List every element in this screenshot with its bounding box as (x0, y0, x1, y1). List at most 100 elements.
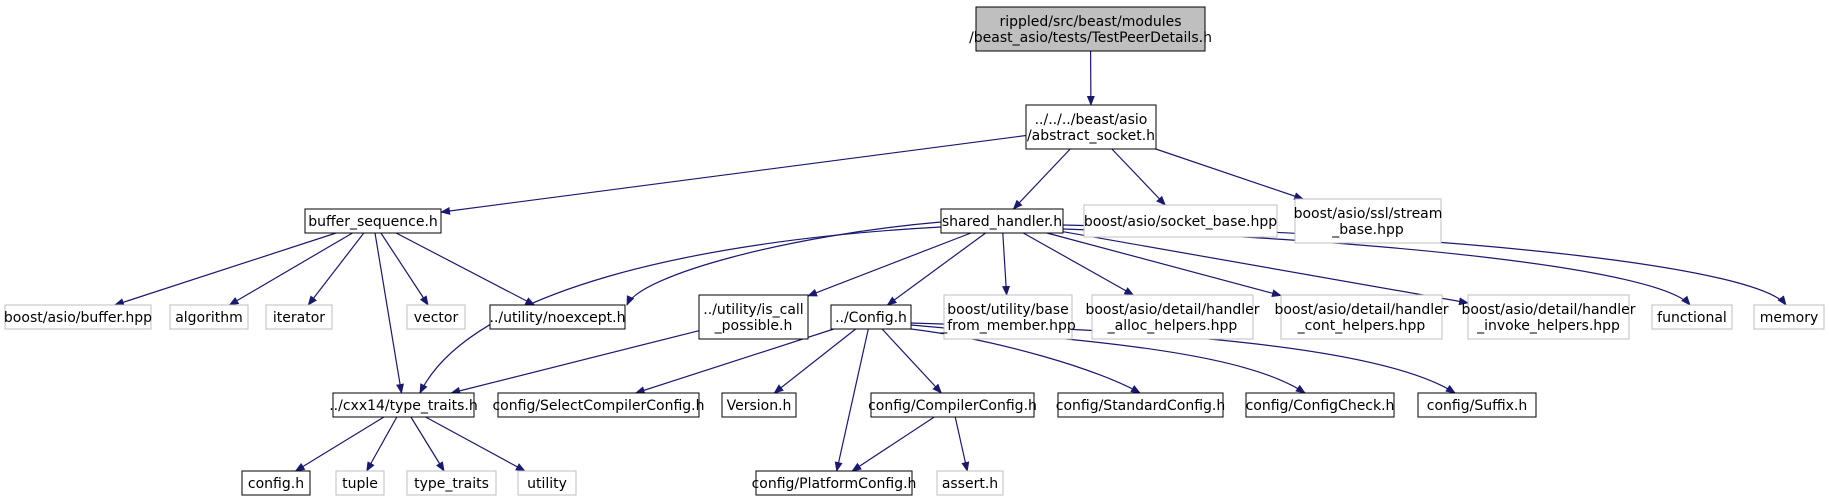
node-box (265, 304, 333, 330)
node-platform_config[interactable]: config/PlatformConfig.h (752, 470, 917, 496)
node-buffer_hpp: boost/asio/buffer.hpp (4, 304, 152, 330)
edge-shared_handler-to-base_from_member (1002, 232, 1011, 296)
node-suffix_h[interactable]: config/Suffix.h (1417, 392, 1537, 418)
edge-compiler_config-to-assert_h (954, 416, 970, 472)
edge-config_h-to-compiler_config (881, 328, 943, 394)
node-label: /abstract_socket.h (1027, 128, 1155, 144)
edge-shared_handler-to-alloc_helpers (1023, 232, 1135, 296)
node-compiler_config[interactable]: config/CompilerConfig.h (868, 392, 1037, 418)
node-label: boost/asio/detail/handler (1085, 302, 1259, 318)
node-label: ../utility/is_call (703, 302, 803, 318)
node-box (1651, 304, 1733, 330)
node-type_traits: type_traits (406, 470, 497, 496)
node-box (332, 392, 475, 418)
node-invoke_helpers: boost/asio/detail/handler_invoke_helpers… (1461, 294, 1636, 340)
node-box (335, 470, 385, 496)
node-label: functional (1657, 310, 1727, 326)
node-label: rippled/src/beast/modules (999, 14, 1181, 30)
node-box (406, 304, 466, 330)
node-label: boost/utility/base (947, 302, 1068, 318)
node-config_lower[interactable]: config.h (241, 470, 311, 496)
edge-line (366, 416, 398, 472)
node-select_compiler[interactable]: config/SelectCompilerConfig.h (492, 392, 705, 418)
edge-line (1046, 232, 1282, 298)
edge-type_traits_h-to-utility (425, 416, 526, 472)
node-alloc_helpers: boost/asio/detail/handler_alloc_helpers.… (1085, 294, 1260, 340)
node-buffer_sequence[interactable]: buffer_sequence.h (304, 208, 442, 234)
edge-line (425, 416, 526, 472)
edge-line (634, 328, 834, 395)
node-root[interactable]: rippled/src/beast/modules/beast_asio/tes… (969, 6, 1212, 52)
edge-compiler_config-to-platform_config (851, 416, 935, 472)
node-box (4, 304, 152, 330)
edge-line (886, 232, 986, 306)
edge-buffer_sequence-to-algorithm (228, 232, 353, 306)
node-box (1025, 104, 1157, 150)
node-label: memory (1760, 310, 1819, 326)
node-cont_helpers: boost/asio/detail/handler_cont_helpers.h… (1274, 294, 1449, 340)
node-box (1280, 294, 1443, 340)
edge-shared_handler-to-config_h (886, 232, 986, 306)
edge-line (773, 328, 857, 394)
edge-line (626, 221, 942, 306)
node-standard_config[interactable]: config/StandardConfig.h (1056, 392, 1226, 418)
edge-line (1012, 148, 1071, 210)
node-box (517, 470, 577, 496)
edge-config_h-to-platform_config (834, 328, 869, 472)
edge-type_traits_h-to-tuple (366, 416, 398, 472)
node-shared_handler[interactable]: shared_handler.h (940, 208, 1064, 234)
node-box (870, 392, 1035, 418)
node-box (406, 470, 497, 496)
node-tuple: tuple (335, 470, 385, 496)
node-label: config/PlatformConfig.h (752, 476, 917, 492)
edge-line (380, 232, 429, 306)
node-label: ../../../beast/asio (1035, 112, 1148, 128)
edge-config_h-to-version_h (773, 328, 857, 394)
edge-buffer_sequence-to-buffer_hpp (113, 232, 337, 307)
node-noexcept[interactable]: ../utility/noexcept.h (489, 304, 626, 330)
node-label: boost/asio/detail/handler (1461, 302, 1635, 318)
node-box (1753, 304, 1825, 330)
edge-line (395, 232, 536, 306)
edge-shared_handler-to-cont_helpers (1046, 232, 1282, 298)
edge-buffer_sequence-to-type_traits_h (374, 232, 404, 394)
node-version_h[interactable]: Version.h (721, 392, 797, 418)
edges (113, 50, 1787, 472)
edge-is_call_possible-to-type_traits_h (450, 330, 700, 395)
node-box (830, 304, 912, 330)
node-label: tuple (342, 476, 378, 492)
node-type_traits_h[interactable]: ../cxx14/type_traits.h (329, 392, 478, 418)
node-label: vector (414, 310, 459, 326)
node-box (721, 392, 797, 418)
edge-config_h-to-select_compiler (634, 328, 834, 395)
edge-line (294, 416, 385, 472)
node-label: _from_member.hpp (939, 318, 1076, 334)
node-box (169, 304, 249, 330)
edge-line (450, 330, 700, 395)
node-box (1294, 198, 1442, 244)
node-config_h[interactable]: ../Config.h (830, 304, 912, 330)
edge-line (834, 328, 869, 472)
edge-abstract_socket-to-ssl_stream (1155, 148, 1305, 200)
node-iterator: iterator (265, 304, 333, 330)
node-label: type_traits (414, 476, 489, 492)
edge-buffer_sequence-to-vector (380, 232, 429, 306)
node-abstract_socket[interactable]: ../../../beast/asio/abstract_socket.h (1025, 104, 1157, 150)
node-label: config.h (248, 476, 304, 492)
edge-abstract_socket-to-shared_handler (1012, 148, 1071, 210)
node-label: algorithm (175, 310, 243, 326)
node-box (1083, 204, 1278, 238)
node-label: /beast_asio/tests/TestPeerDetails.h (969, 30, 1212, 46)
node-algorithm: algorithm (169, 304, 249, 330)
edge-buffer_sequence-to-noexcept (395, 232, 536, 306)
edge-line (1002, 232, 1011, 296)
node-label: config/StandardConfig.h (1056, 398, 1226, 414)
node-is_call_possible[interactable]: ../utility/is_call_possible.h (698, 294, 809, 340)
node-base_from_member: boost/utility/base_from_member.hpp (939, 294, 1076, 340)
node-config_check[interactable]: config/ConfigCheck.h (1245, 392, 1395, 418)
node-label: iterator (273, 310, 325, 326)
node-label: shared_handler.h (942, 214, 1062, 230)
node-label: config/CompilerConfig.h (868, 398, 1037, 414)
node-label: boost/asio/buffer.hpp (4, 310, 152, 326)
edge-shared_handler-to-is_call_possible (807, 232, 972, 297)
